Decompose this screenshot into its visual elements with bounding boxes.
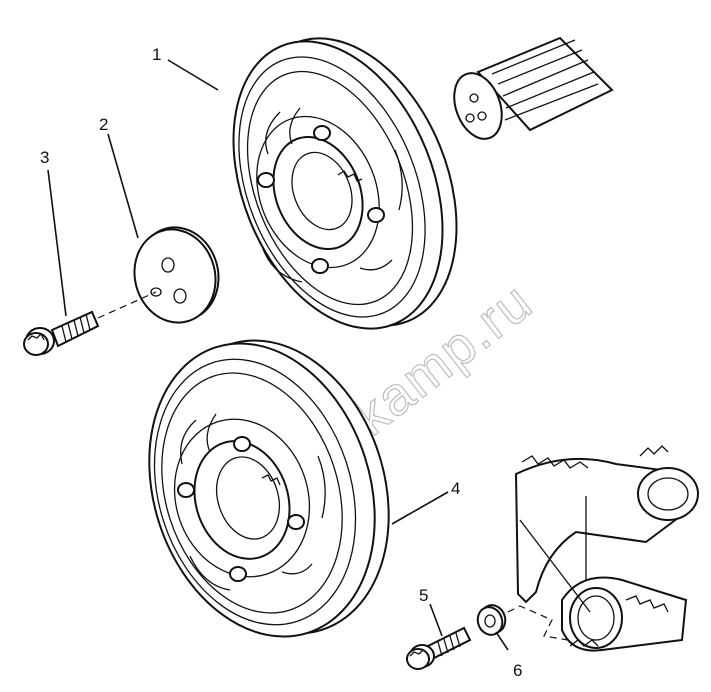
callout-1: 1: [152, 45, 161, 64]
pulley-lower: [148, 339, 390, 638]
timing-cover: [514, 445, 699, 652]
leader-line-1: [167, 59, 219, 91]
leader-line-6: [495, 631, 509, 651]
pulley-upper: [232, 37, 458, 330]
cover-bolt: [406, 626, 472, 670]
callout-5: 5: [419, 586, 428, 605]
callout-4: 4: [451, 479, 460, 498]
washer: [476, 604, 569, 641]
crankshaft-end: [453, 36, 614, 140]
retaining-plate: [97, 226, 220, 324]
callout-3: 3: [40, 148, 49, 167]
leader-line-5: [429, 603, 443, 637]
callout-2: 2: [99, 115, 108, 134]
callout-6: 6: [513, 661, 522, 680]
pulley-bolt: [23, 310, 100, 356]
leader-line-4: [391, 491, 449, 525]
leader-line-3: [47, 169, 67, 317]
leader-line-2: [107, 133, 139, 239]
